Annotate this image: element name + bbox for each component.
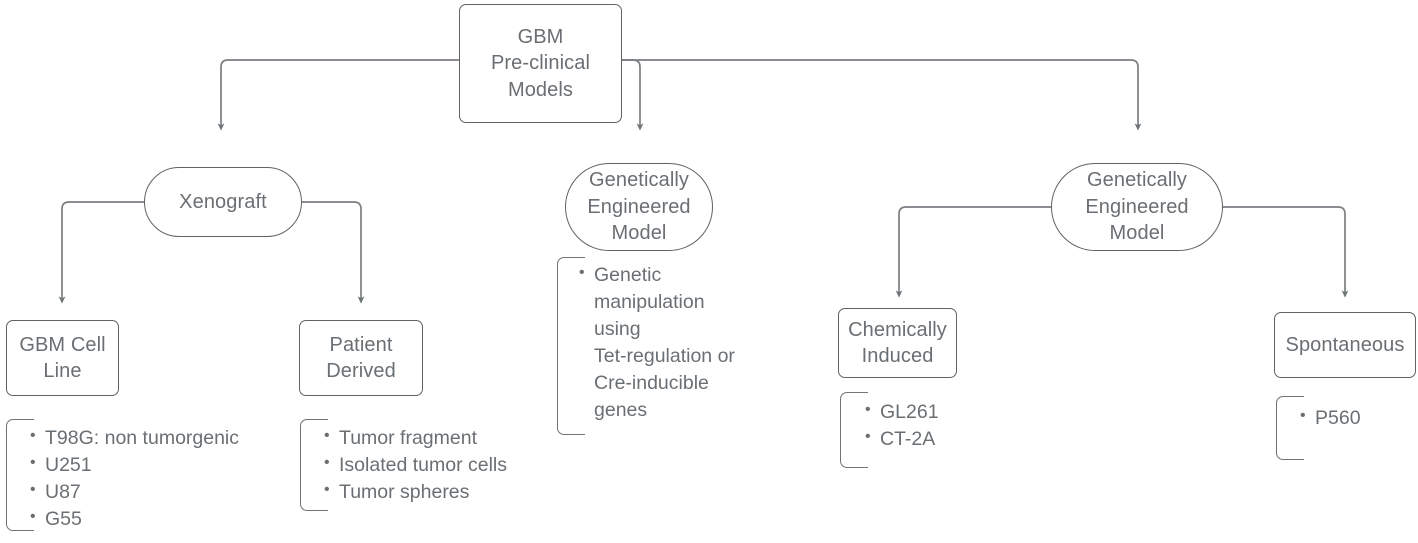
list-patient-derived: Tumor fragmentIsolated tumor cellsTumor …: [323, 425, 553, 506]
node-patient-derived[interactable]: Patient Derived: [299, 320, 423, 396]
node-patient-derived-label: Patient Derived: [326, 333, 396, 382]
list-chemically-induced-items: GL261CT-2A: [864, 399, 1014, 453]
list-item: Isolated tumor cells: [323, 452, 553, 479]
node-genetically-engineered-model-center[interactable]: Genetically Engineered Model: [565, 163, 713, 251]
bracket-chemically-induced: [840, 392, 868, 468]
list-item: G55: [29, 506, 294, 533]
node-root-label: GBM Pre-clinical Models: [490, 25, 590, 101]
node-genetically-engineered-model-right-label: Genetically Engineered Model: [1085, 169, 1189, 245]
list-spontaneous: P560: [1299, 405, 1418, 432]
node-xenograft-label: Xenograft: [179, 190, 267, 213]
list-spontaneous-items: P560: [1299, 405, 1418, 432]
list-item: Genetic manipulation using Tet-regulatio…: [578, 262, 773, 423]
list-item: GL261: [864, 399, 1014, 426]
list-patient-derived-items: Tumor fragmentIsolated tumor cellsTumor …: [323, 425, 553, 506]
list-gem-center: Genetic manipulation using Tet-regulatio…: [578, 262, 773, 423]
list-gem-center-items: Genetic manipulation using Tet-regulatio…: [578, 262, 773, 423]
list-item: U87: [29, 479, 294, 506]
bracket-patient-derived: [300, 419, 328, 511]
node-chemically-induced[interactable]: Chemically Induced: [838, 308, 957, 378]
list-item: Tumor fragment: [323, 425, 553, 452]
node-spontaneous-label: Spontaneous: [1285, 333, 1405, 356]
list-gbm-cell-line-items: T98G: non tumorgenicU251U87G55: [29, 425, 294, 533]
list-chemically-induced: GL261CT-2A: [864, 399, 1014, 453]
node-chemically-induced-label: Chemically Induced: [848, 318, 947, 367]
node-gbm-cell-line-label: GBM Cell Line: [19, 333, 106, 382]
node-genetically-engineered-model-right[interactable]: Genetically Engineered Model: [1051, 163, 1223, 251]
node-gbm-cell-line[interactable]: GBM Cell Line: [6, 320, 119, 396]
list-gbm-cell-line: T98G: non tumorgenicU251U87G55: [29, 425, 294, 533]
node-spontaneous[interactable]: Spontaneous: [1274, 312, 1416, 378]
bracket-gem-center: [557, 257, 585, 435]
node-genetically-engineered-model-center-label: Genetically Engineered Model: [587, 169, 691, 245]
list-item: Tumor spheres: [323, 479, 553, 506]
node-xenograft[interactable]: Xenograft: [144, 167, 302, 237]
list-item: CT-2A: [864, 426, 1014, 453]
bracket-gbm-cell-line: [6, 419, 34, 531]
node-root[interactable]: GBM Pre-clinical Models: [459, 4, 622, 123]
bracket-spontaneous: [1276, 396, 1304, 460]
list-item: P560: [1299, 405, 1418, 432]
list-item: T98G: non tumorgenic: [29, 425, 294, 452]
list-item: U251: [29, 452, 294, 479]
